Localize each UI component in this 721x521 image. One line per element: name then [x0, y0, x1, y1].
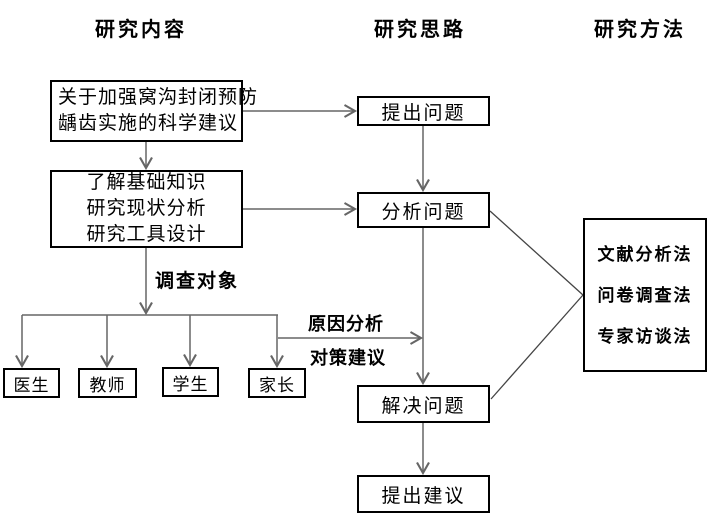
- survey-subjects-label: 调查对象: [155, 271, 240, 292]
- countermeasure-label: 对策建议: [310, 348, 386, 368]
- step-label-make-suggestion: 提出建议: [381, 485, 466, 507]
- step-box-analyze-question: 分析问题: [357, 192, 490, 228]
- subject-label-teacher: 教师: [89, 375, 126, 395]
- method-questionnaire-survey: 问卷调查法: [597, 285, 693, 305]
- column-header-research-approach: 研究思路: [374, 19, 466, 41]
- foundation-line-2: 研究现状分析: [86, 198, 207, 219]
- step-box-make-suggestion: 提出建议: [357, 475, 490, 513]
- method-expert-interview: 专家访谈法: [597, 326, 693, 346]
- subject-box-student: 学生: [162, 367, 219, 397]
- subject-label-student: 学生: [172, 374, 209, 394]
- column-header-research-methods: 研究方法: [594, 19, 686, 41]
- subject-label-parent: 家长: [259, 375, 295, 395]
- foundation-box: 了解基础知识 研究现状分析 研究工具设计: [50, 170, 243, 248]
- foundation-line-3: 研究工具设计: [86, 224, 207, 245]
- subject-label-doctor: 医生: [13, 375, 50, 395]
- step-box-solve-question: 解决问题: [357, 385, 490, 423]
- diagonal-step2-to-methods: [489, 210, 584, 296]
- method-literature-analysis: 文献分析法: [597, 244, 693, 264]
- step-box-raise-question: 提出问题: [357, 96, 490, 126]
- diagonal-methods-to-step3: [490, 294, 584, 400]
- proposal-box: 关于加强窝沟封闭预防 龋齿实施的科学建议: [50, 80, 257, 142]
- subject-box-teacher: 教师: [78, 368, 137, 398]
- proposal-line-2: 龋齿实施的科学建议: [58, 113, 239, 134]
- subject-box-doctor: 医生: [3, 368, 60, 398]
- subject-box-parent: 家长: [248, 368, 306, 398]
- foundation-line-1: 了解基础知识: [86, 172, 207, 193]
- column-header-research-content: 研究内容: [95, 19, 187, 41]
- methods-box: 文献分析法 问卷调查法 专家访谈法: [583, 218, 707, 372]
- step-label-raise-question: 提出问题: [381, 102, 466, 124]
- step-label-solve-question: 解决问题: [381, 395, 466, 417]
- step-label-analyze-question: 分析问题: [381, 201, 466, 223]
- cause-analysis-label: 原因分析: [308, 314, 384, 334]
- proposal-line-1: 关于加强窝沟封闭预防: [58, 87, 259, 108]
